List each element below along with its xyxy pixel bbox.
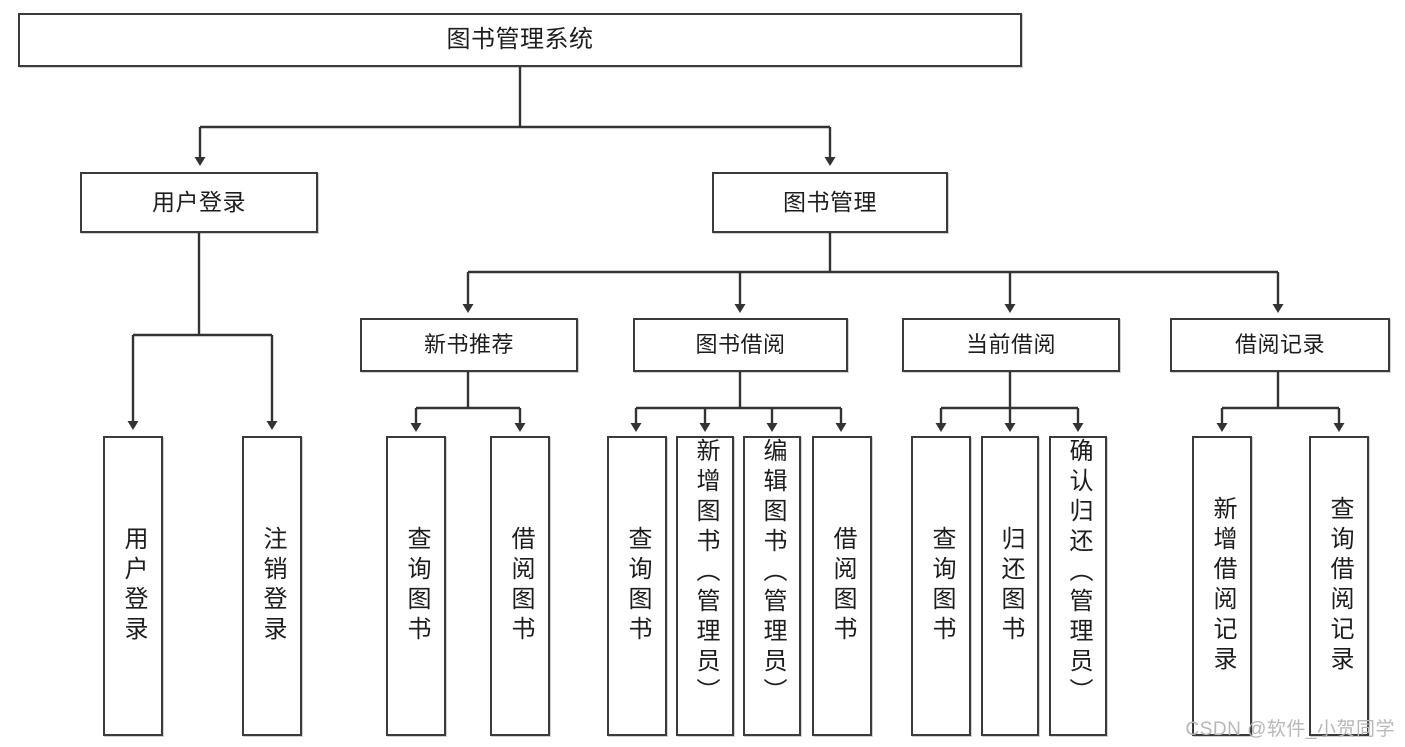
node-current-borrow[interactable]: 当前借阅: [902, 318, 1120, 372]
node-new-book-recommend-label: 新书推荐: [423, 332, 514, 358]
node-leaf-add-book-label: 新增图书（管理员）: [692, 438, 719, 708]
csdn-watermark: CSDN @软件_小贺同学: [1185, 719, 1395, 740]
node-leaf-borrow-book-2[interactable]: 借阅图书: [812, 436, 872, 736]
node-leaf-user-login[interactable]: 用户登录: [103, 436, 163, 736]
node-leaf-confirm-return[interactable]: 确认归还（管理员）: [1049, 436, 1107, 736]
node-book-borrow[interactable]: 图书借阅: [633, 318, 848, 372]
node-leaf-edit-book-label: 编辑图书（管理员）: [759, 438, 786, 708]
node-leaf-query-book-2[interactable]: 查询图书: [607, 436, 667, 736]
node-user-login-label: 用户登录: [152, 188, 246, 215]
node-leaf-confirm-return-label: 确认归还（管理员）: [1065, 438, 1092, 708]
node-leaf-query-book-1[interactable]: 查询图书: [386, 436, 446, 736]
node-leaf-query-record-label: 查询借阅记录: [1326, 496, 1353, 676]
node-leaf-query-book-3[interactable]: 查询图书: [911, 436, 971, 736]
node-leaf-add-book[interactable]: 新增图书（管理员）: [676, 436, 734, 736]
node-leaf-user-logout[interactable]: 注销登录: [242, 436, 302, 736]
node-leaf-query-book-1-label: 查询图书: [403, 526, 430, 646]
node-book-borrow-label: 图书借阅: [695, 332, 786, 358]
node-leaf-return-book-label: 归还图书: [997, 526, 1024, 646]
node-root-label: 图书管理系统: [446, 25, 594, 53]
node-leaf-user-login-label: 用户登录: [120, 526, 147, 646]
node-book-manage-label: 图书管理: [783, 188, 877, 215]
node-leaf-add-record-label: 新增借阅记录: [1209, 496, 1236, 676]
node-leaf-edit-book[interactable]: 编辑图书（管理员）: [743, 436, 801, 736]
node-leaf-query-record[interactable]: 查询借阅记录: [1309, 436, 1369, 736]
node-leaf-query-book-2-label: 查询图书: [624, 526, 651, 646]
node-leaf-borrow-book-2-label: 借阅图书: [829, 526, 856, 646]
node-user-login[interactable]: 用户登录: [80, 172, 318, 233]
node-leaf-user-logout-label: 注销登录: [259, 526, 286, 646]
node-root[interactable]: 图书管理系统: [18, 13, 1022, 67]
node-leaf-borrow-book-1-label: 借阅图书: [507, 526, 534, 646]
node-borrow-record-label: 借阅记录: [1234, 332, 1325, 358]
node-leaf-return-book[interactable]: 归还图书: [981, 436, 1039, 736]
node-new-book-recommend[interactable]: 新书推荐: [360, 318, 578, 372]
node-book-manage[interactable]: 图书管理: [712, 172, 948, 233]
node-leaf-add-record[interactable]: 新增借阅记录: [1192, 436, 1252, 736]
node-leaf-query-book-3-label: 查询图书: [928, 526, 955, 646]
node-current-borrow-label: 当前借阅: [965, 332, 1056, 358]
node-borrow-record[interactable]: 借阅记录: [1170, 318, 1390, 372]
node-leaf-borrow-book-1[interactable]: 借阅图书: [490, 436, 550, 736]
